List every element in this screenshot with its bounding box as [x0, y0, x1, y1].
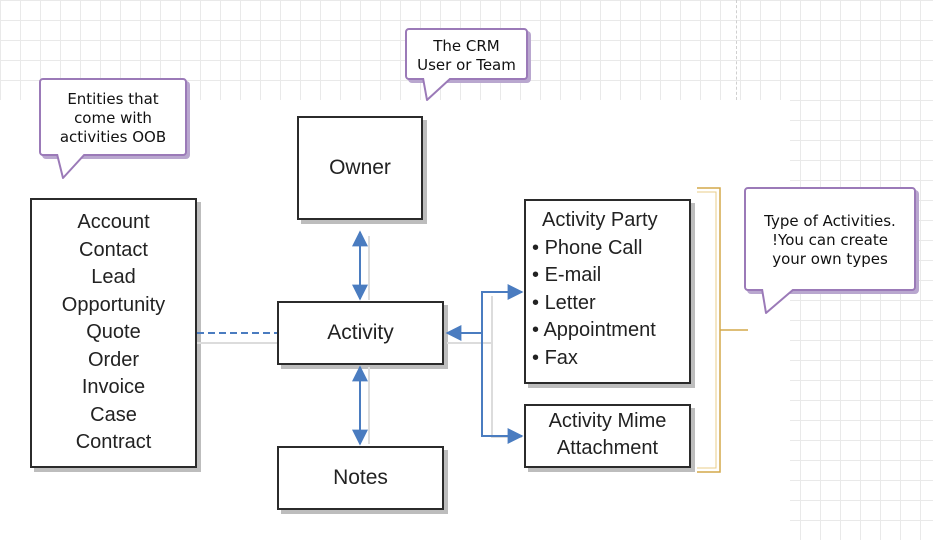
owner-label: Owner [329, 156, 391, 179]
types-callout-line-1: Type of Activities. [764, 212, 896, 230]
activity-type-appointment: Appointment [543, 319, 656, 341]
entity-contact: Contact [79, 238, 148, 261]
entity-contract: Contract [75, 431, 152, 453]
activity-party-title: Activity Party [542, 209, 658, 231]
activity-type-letter: Letter [544, 291, 596, 314]
activity-box[interactable]: Activity [277, 301, 444, 365]
guide-line [736, 0, 737, 100]
activity-type-item: • Fax [532, 346, 578, 369]
types-bracket [697, 187, 748, 473]
types-callout-line-2: !You can create [772, 231, 888, 249]
entity-opportunity: Opportunity [61, 293, 166, 316]
entity-quote: Quote [86, 321, 141, 343]
entities-callout-line-3: activities OOB [59, 128, 167, 146]
types-callout-line-3: your own types [772, 250, 888, 268]
entities-callout: Entities that come with activities OOB [39, 78, 187, 179]
entity-account: Account [77, 211, 150, 233]
entity-invoice: Invoice [81, 376, 146, 398]
activity-party-box[interactable]: Activity Party • Phone Call • E-mail • L… [524, 199, 691, 384]
callout-tail [761, 289, 795, 314]
activity-type-item: • Letter [532, 291, 596, 314]
activity-type-item: • E-mail [532, 264, 602, 286]
types-bracket-inner [697, 191, 717, 469]
owner-box[interactable]: Owner [297, 116, 423, 220]
entities-callout-line-1: Entities that [67, 90, 159, 108]
callout-tail [422, 78, 452, 101]
owner-callout-line-2: User or Team [417, 56, 516, 74]
activity-type-item: • Phone Call [532, 236, 643, 259]
callout-tail [56, 154, 86, 179]
entities-callout-line-2: come with [74, 109, 152, 127]
types-callout: Type of Activities. !You can create your… [744, 187, 916, 314]
mime-connector [481, 333, 524, 444]
notes-box[interactable]: Notes [277, 446, 444, 510]
mime-line-1: Activity Mime [548, 410, 667, 432]
owner-callout-line-1: The CRM [433, 37, 500, 55]
activity-label: Activity [327, 321, 394, 344]
activity-type-phone-call: Phone Call [544, 236, 643, 259]
mime-line-2: Attachment [556, 437, 659, 459]
entity-case: Case [90, 403, 137, 426]
activity-type-email: E-mail [544, 264, 602, 286]
entities-box[interactable]: Account Contact Lead Opportunity Quote O… [30, 198, 197, 468]
connector-shadow [197, 236, 522, 444]
entity-order: Order [87, 348, 140, 371]
activity-mime-box[interactable]: Activity Mime Attachment [524, 404, 691, 468]
activity-type-item: • Appointment [532, 319, 656, 341]
activity-type-fax: Fax [544, 346, 578, 369]
notes-label: Notes [333, 466, 388, 489]
activity-party-connector [481, 284, 524, 333]
owner-callout: The CRM User or Team [405, 28, 528, 101]
entity-lead: Lead [91, 266, 136, 288]
